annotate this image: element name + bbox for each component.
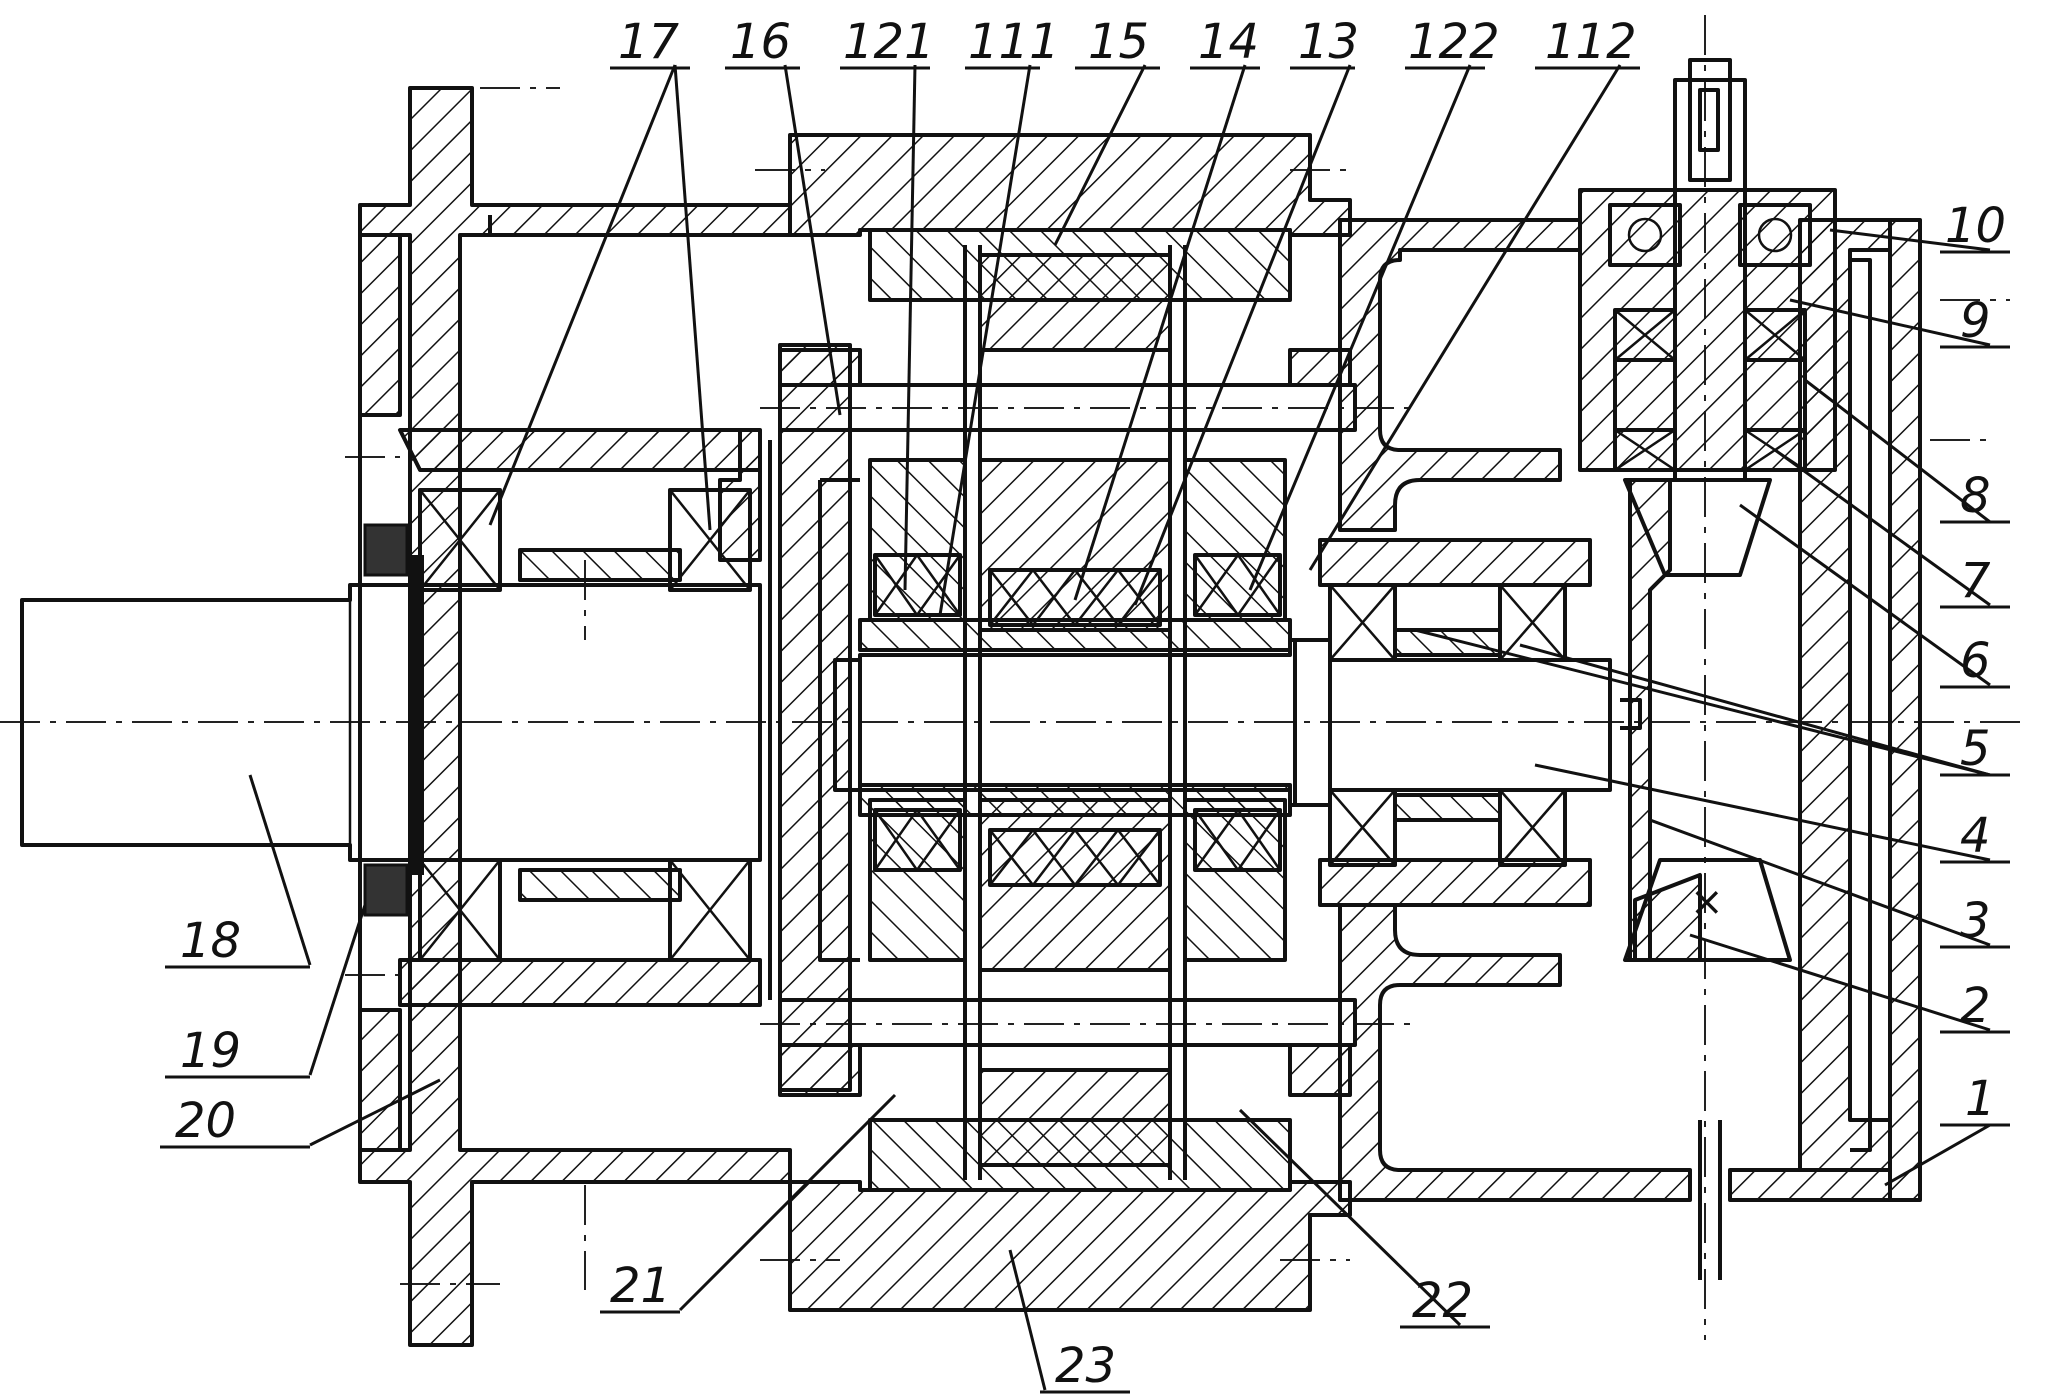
- carrier-left-plate: [770, 345, 860, 1090]
- bevel-gear-pair: ×: [1625, 480, 1790, 960]
- label-7: 7: [1960, 553, 1991, 609]
- label-17: 17: [618, 14, 680, 70]
- label-18: 18: [180, 913, 241, 969]
- label-10: 10: [1945, 198, 2006, 254]
- label-13: 13: [1298, 14, 1359, 70]
- label-1: 1: [1965, 1071, 1996, 1127]
- label-5: 5: [1960, 721, 1991, 777]
- label-2: 2: [1960, 978, 1991, 1034]
- label-23: 23: [1055, 1338, 1116, 1394]
- label-3: 3: [1960, 893, 1991, 949]
- label-16: 16: [730, 14, 791, 70]
- label-6: 6: [1960, 633, 1991, 689]
- label-111: 111: [968, 14, 1060, 70]
- label-4: 4: [1960, 808, 1991, 864]
- output-shaft-assembly: [1580, 60, 1835, 1280]
- seal-ring: [365, 865, 407, 915]
- seal-ring: [365, 525, 407, 575]
- label-8: 8: [1960, 468, 1991, 524]
- label-20: 20: [175, 1093, 236, 1149]
- label-14: 14: [1198, 14, 1259, 70]
- label-122: 122: [1408, 14, 1500, 70]
- label-19: 19: [180, 1023, 241, 1079]
- label-9: 9: [1960, 293, 1991, 349]
- left-end-cover: [360, 88, 790, 1345]
- label-15: 15: [1088, 14, 1149, 70]
- label-121: 121: [843, 14, 935, 70]
- label-112: 112: [1545, 14, 1637, 70]
- label-21: 21: [610, 1258, 671, 1314]
- svg-text:×: ×: [1690, 879, 1724, 925]
- label-22: 22: [1412, 1273, 1473, 1329]
